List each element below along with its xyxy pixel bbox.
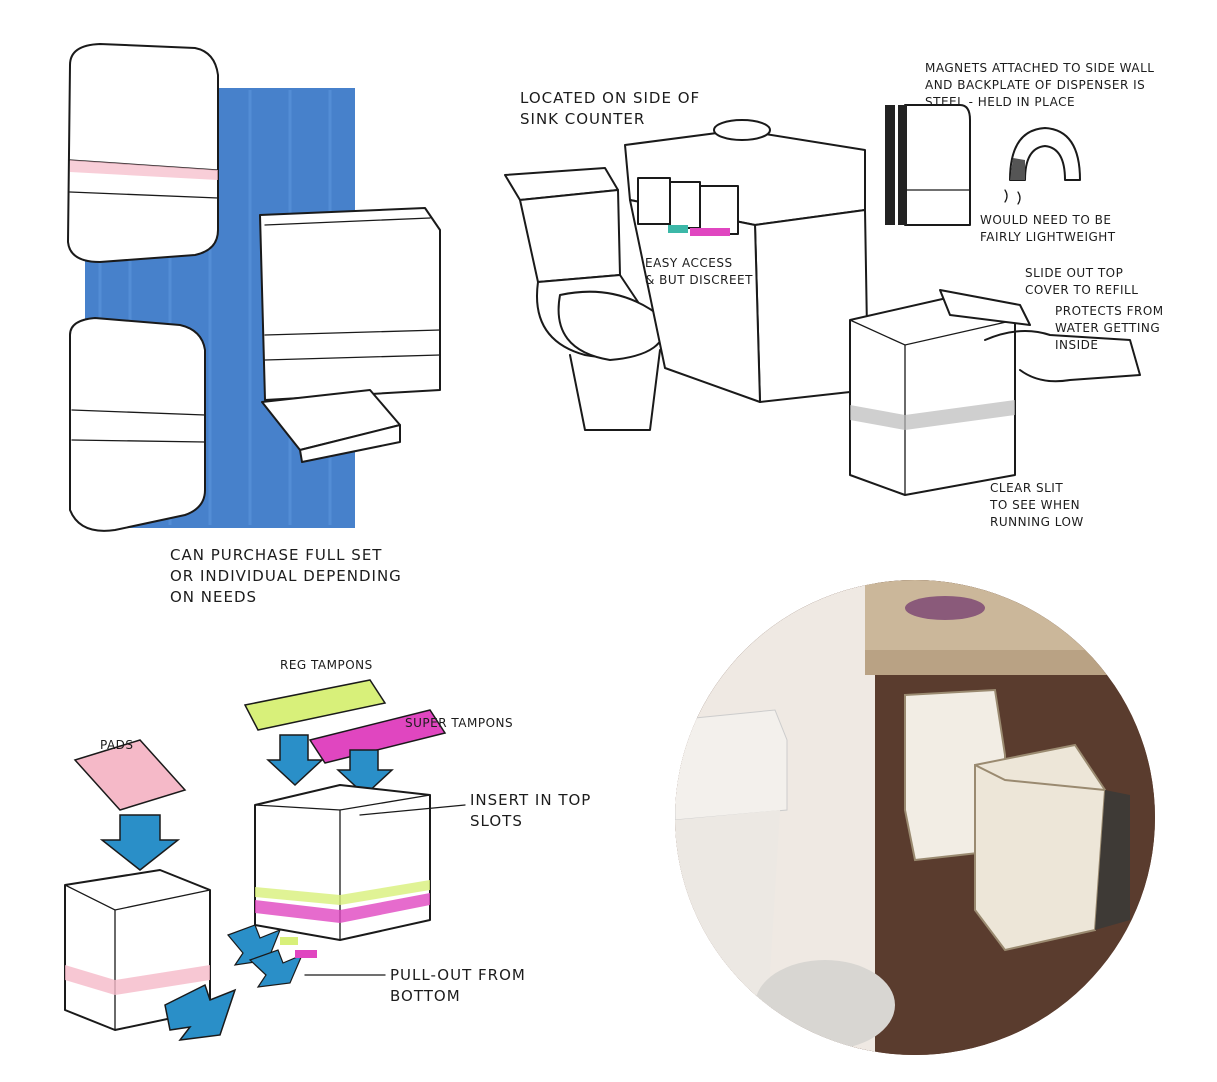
dispenser-sketch-panel: CAN PURCHASE FULL SET OR INDIVIDUAL DEPE… [40,30,480,606]
prototype-photo [675,580,1155,1055]
location-note: LOCATED ON SIDE OF SINK COUNTER [520,89,701,128]
magnet-detail-panel: MAGNETS ATTACHED TO SIDE WALL AND BACKPL… [870,60,1170,260]
reg-tampons-label: REG TAMPONS [280,658,373,672]
toilet-sink-sketch [504,105,895,431]
clear-slit-note: CLEAR SLIT TO SEE WHEN RUNNING LOW [990,481,1084,529]
pads-label: PADS [100,738,134,752]
super-tampons-label: SUPER TAMPONS [405,716,514,730]
magnets-note: MAGNETS ATTACHED TO SIDE WALL AND BACKPL… [925,61,1155,109]
refill-sketch [849,289,1141,496]
magnet-sketch [898,104,1081,226]
pull-out-label: PULL-OUT FROM BOTTOM [390,966,526,1005]
prototype-photo-art [675,580,1155,1055]
refill-detail-panel: SLIDE OUT TOP COVER TO REFILL PROTECTS F… [840,265,1190,545]
protects-note: PROTECTS FROM WATER GETTING INSIDE [1055,304,1164,352]
lightweight-note: WOULD NEED TO BE FAIRLY LIGHTWEIGHT [980,213,1116,244]
insert-label: INSERT IN TOP SLOTS [470,791,592,830]
refill-diagram [64,679,466,1041]
dispenser-sketch [67,43,441,532]
refill-diagram-panel: PADS REG TAMPONS SUPER TAMPONS INSERT IN… [40,655,660,1065]
placement-sketch-panel: LOCATED ON SIDE OF SINK COUNTER EASY ACC… [490,50,910,470]
purchase-note: CAN PURCHASE FULL SET OR INDIVIDUAL DEPE… [170,546,402,606]
easy-access-note: EASY ACCESS & BUT DISCREET [645,256,753,287]
slide-out-note: SLIDE OUT TOP COVER TO REFILL [1025,266,1139,297]
